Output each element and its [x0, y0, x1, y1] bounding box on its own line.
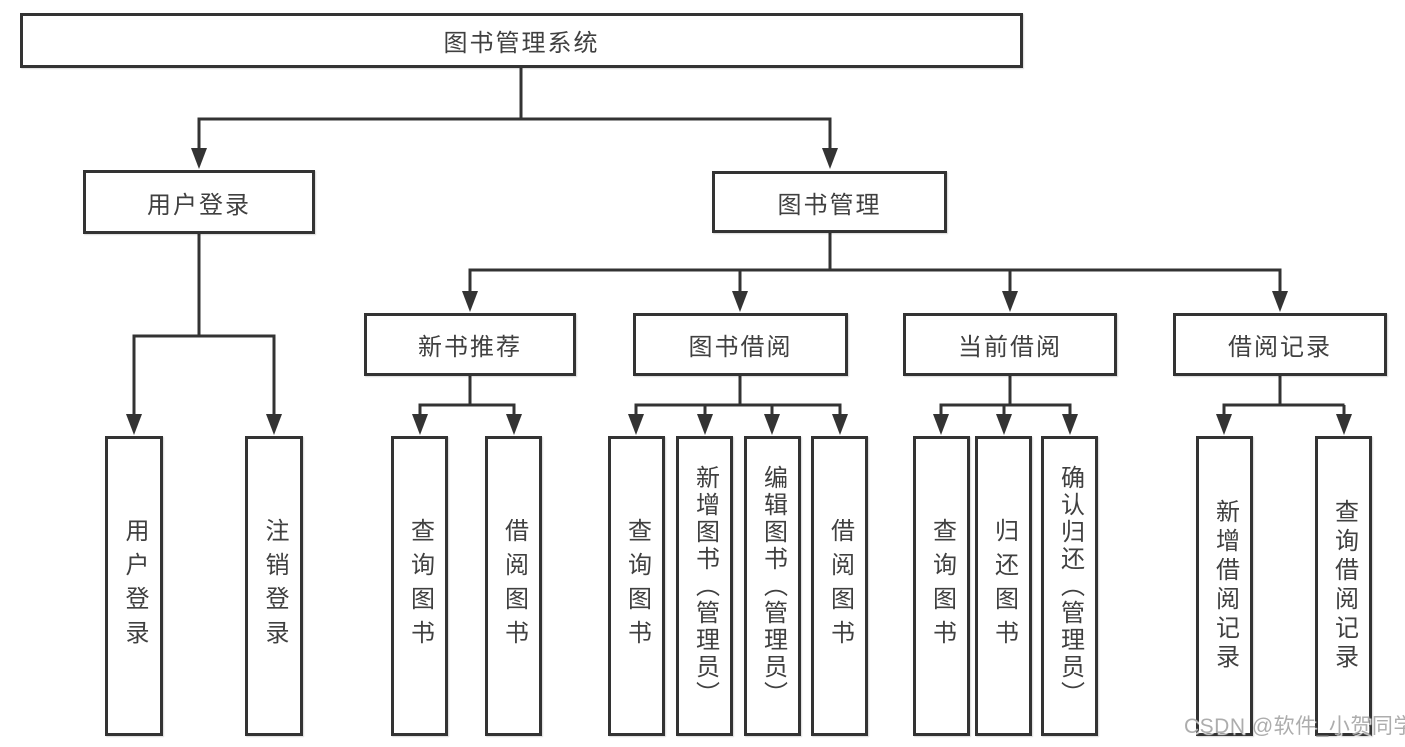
- node-library-management-system: 图书管理系统: [20, 13, 1023, 68]
- leaf-borrow-borrow-book: 借阅图书: [811, 436, 868, 736]
- leaf-borrow-add-book-admin: 新增图书（管理员）: [676, 436, 733, 736]
- leaf-newbook-query-book: 查询图书: [391, 436, 448, 736]
- arrow-heads: [126, 148, 1352, 435]
- leaf-record-add-borrow-record: 新增借阅记录: [1196, 436, 1253, 736]
- node-book-management: 图书管理: [712, 171, 947, 233]
- node-new-book-recommend: 新书推荐: [364, 313, 576, 376]
- leaf-current-query-book: 查询图书: [913, 436, 970, 736]
- leaf-borrow-query-book: 查询图书: [608, 436, 665, 736]
- leaf-user-login: 用户登录: [105, 436, 163, 736]
- watermark: CSDN @软件_小贺同学: [1184, 715, 1405, 738]
- node-current-borrow: 当前借阅: [903, 313, 1117, 376]
- node-book-borrow: 图书借阅: [633, 313, 848, 376]
- leaf-newbook-borrow-book: 借阅图书: [485, 436, 542, 736]
- node-user-login: 用户登录: [83, 170, 315, 234]
- leaf-borrow-edit-book-admin: 编辑图书（管理员）: [744, 436, 801, 736]
- leaf-current-return-book: 归还图书: [975, 436, 1032, 736]
- node-borrow-record: 借阅记录: [1173, 313, 1387, 376]
- leaf-current-confirm-return-admin: 确认归还（管理员）: [1041, 436, 1098, 736]
- leaf-record-query-borrow-record: 查询借阅记录: [1315, 436, 1372, 736]
- leaf-logout: 注销登录: [245, 436, 303, 736]
